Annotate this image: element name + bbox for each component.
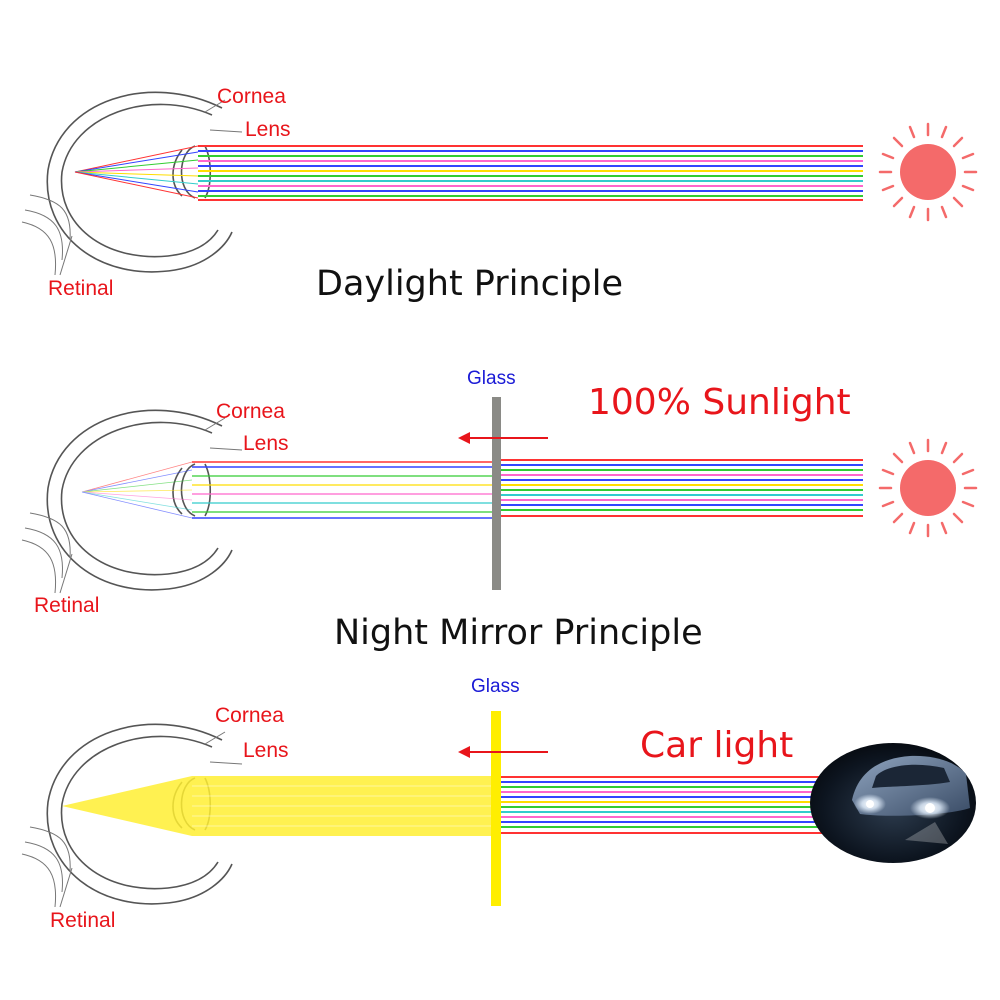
eye-illustration (21, 409, 243, 594)
glass-pane (491, 711, 501, 906)
car-headlights-icon (810, 743, 976, 863)
eye-illustration (21, 91, 243, 276)
sun-icon (878, 438, 978, 538)
sun-icon (878, 122, 978, 222)
transmitted-rays (192, 461, 494, 519)
light-rays (500, 776, 830, 834)
light-rays (500, 459, 863, 517)
retinal-label: Retinal (48, 277, 113, 300)
focused-rays (81, 461, 193, 519)
light-rays (198, 145, 863, 201)
focused-yellow-beam (62, 776, 192, 836)
cornea-label: Cornea (216, 400, 285, 423)
panel-title: Daylight Principle (316, 264, 623, 304)
yellow-band-lines (192, 785, 493, 827)
source-caption: 100% Sunlight (588, 382, 851, 423)
lens-label: Lens (243, 432, 289, 455)
panel-daylight: Cornea Lens Retinal Daylight Principle (21, 85, 978, 304)
cornea-label: Cornea (215, 704, 284, 727)
lens-label: Lens (245, 118, 291, 141)
glass-label: Glass (467, 368, 516, 389)
panel-night-mirror: Glass 100% Sunlight Cornea Lens Retinal … (21, 368, 978, 653)
panel-title: Night Mirror Principle (334, 613, 703, 653)
direction-arrow (458, 432, 548, 444)
cornea-label: Cornea (217, 85, 286, 108)
panel-car-light: Glass Car light Cornea Lens Retinal (21, 676, 976, 932)
focused-rays (74, 145, 199, 199)
lens-label: Lens (243, 739, 289, 762)
direction-arrow (458, 746, 548, 758)
source-caption: Car light (640, 725, 793, 766)
glass-label: Glass (471, 676, 520, 697)
retinal-label: Retinal (34, 594, 99, 617)
retinal-label: Retinal (50, 909, 115, 932)
glass-pane (492, 397, 501, 590)
